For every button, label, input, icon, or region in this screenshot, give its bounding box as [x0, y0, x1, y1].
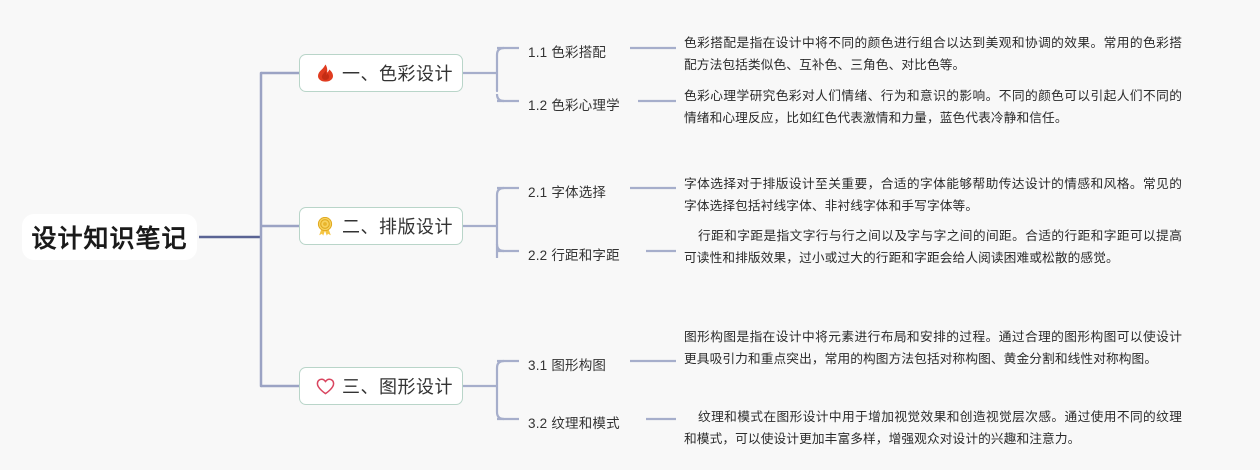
branch-node-graphic-design[interactable]: 三、图形设计 — [299, 367, 463, 405]
content-line-letter-spacing: 行距和字距是指文字行与行之间以及字与字之间的间距。合适的行距和字距可以提高可读性… — [684, 229, 1182, 265]
subtopic-line-letter-spacing[interactable]: 2.2 行距和字距 — [528, 248, 620, 263]
root-node[interactable]: 设计知识笔记 — [22, 214, 197, 260]
subtopic-color-psychology[interactable]: 1.2 色彩心理学 — [528, 98, 620, 113]
content-font-selection: 字体选择对于排版设计至关重要，合适的字体能够帮助传达设计的情感和风格。常见的字体… — [684, 177, 1182, 213]
root-node-label: 设计知识笔记 — [31, 225, 188, 253]
subtopic-color-matching[interactable]: 1.1 色彩搭配 — [528, 45, 607, 60]
subtopic-texture-pattern[interactable]: 3.2 纹理和模式 — [528, 416, 620, 431]
medal-icon — [315, 216, 335, 236]
branch-label-graphic-design: 三、图形设计 — [342, 377, 453, 397]
fire-icon — [315, 64, 335, 82]
content-texture-pattern: 纹理和模式在图形设计中用于增加视觉效果和创造视觉层次感。通过使用不同的纹理和模式… — [684, 410, 1182, 446]
branch-label-typography-design: 二、排版设计 — [342, 217, 453, 237]
branch-node-typography-design[interactable]: 二、排版设计 — [299, 207, 463, 245]
branch-node-color-design[interactable]: 一、色彩设计 — [299, 54, 463, 92]
subtopic-composition[interactable]: 3.1 图形构图 — [528, 358, 607, 373]
content-composition: 图形构图是指在设计中将元素进行布局和安排的过程。通过合理的图形构图可以使设计更具… — [684, 330, 1182, 366]
content-color-psychology: 色彩心理学研究色彩对人们情绪、行为和意识的影响。不同的颜色可以引起人们不同的情绪… — [684, 89, 1182, 125]
subtopic-font-selection[interactable]: 2.1 字体选择 — [528, 185, 607, 200]
heart-outline-icon — [315, 377, 335, 395]
branch-label-color-design: 一、色彩设计 — [342, 64, 453, 84]
content-color-matching: 色彩搭配是指在设计中将不同的颜色进行组合以达到美观和协调的效果。常用的色彩搭配方… — [684, 36, 1182, 72]
